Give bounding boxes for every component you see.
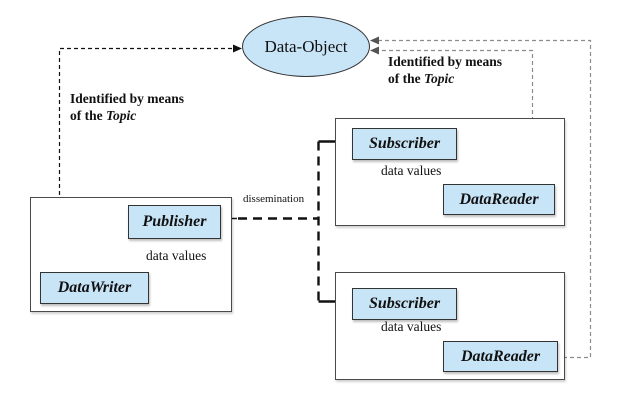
subscriber-label: Subscriber: [368, 135, 441, 152]
topic-note-left-line2: of the Topic: [70, 108, 137, 123]
topic-keyword: Topic: [424, 71, 455, 86]
datareader-node-bottom: DataReader: [443, 341, 558, 372]
datareader-label: DataReader: [459, 190, 539, 208]
subscriber-node-top: Subscriber: [352, 128, 457, 160]
dissemination-link: [238, 141, 320, 302]
topic-note-left-line1: Identified by means: [70, 91, 185, 106]
subscriber-label: Subscriber: [368, 295, 441, 312]
data-object-node: Data-Object: [242, 16, 370, 77]
subscriber-node-bottom: Subscriber: [352, 288, 457, 320]
datareader-node-top: DataReader: [443, 184, 555, 215]
datareader-label: DataReader: [460, 347, 541, 365]
topic-note-right-line1: Identified by means: [388, 54, 503, 69]
topic-note-left: Identified by means of the Topic: [70, 90, 184, 124]
datawriter-label: DataWriter: [57, 279, 132, 296]
data-values-label-top: data values: [381, 163, 442, 178]
topic-keyword: Topic: [106, 108, 137, 123]
data-values-label-publisher: data values: [146, 248, 207, 263]
publisher-node: Publisher: [128, 205, 221, 239]
dissemination-label: dissemination: [243, 193, 305, 205]
topic-note-right-line2: of the Topic: [388, 71, 455, 86]
topic-link-datareader-bottom: [370, 36, 592, 359]
publisher-label: Publisher: [142, 213, 207, 230]
topic-note-right: Identified by means of the Topic: [388, 53, 502, 87]
data-values-label-bottom: data values: [381, 319, 442, 334]
datawriter-node: DataWriter: [40, 272, 149, 304]
data-object-label: Data-Object: [264, 36, 348, 56]
